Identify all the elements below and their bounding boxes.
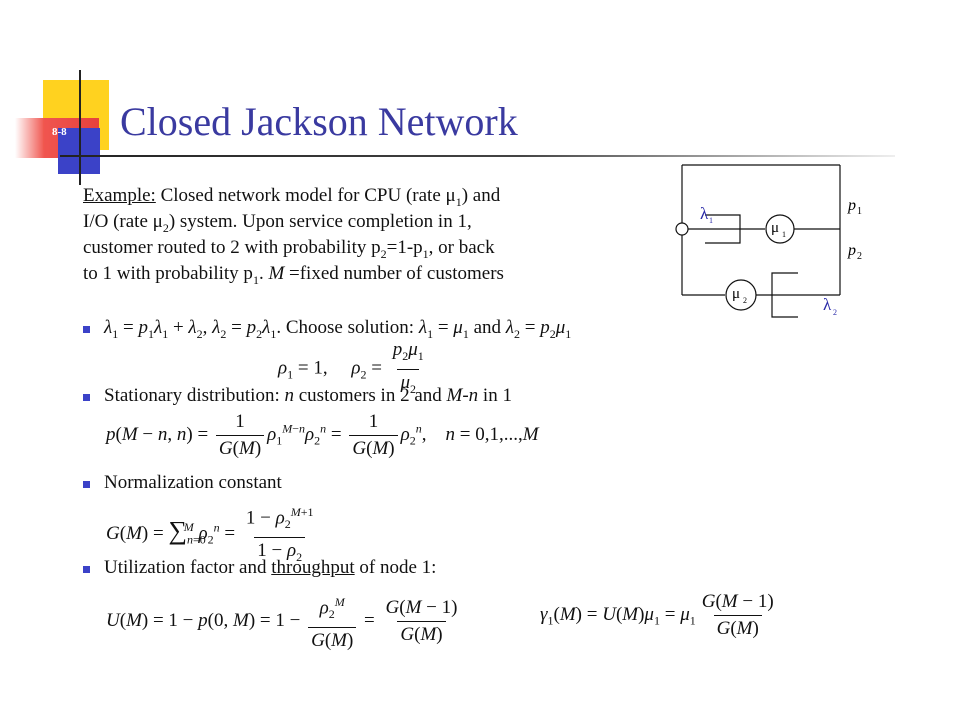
- lambda1-subscript: 1: [709, 216, 713, 225]
- bullet-text: customers in 2 and: [294, 385, 447, 406]
- subscript: 2: [380, 246, 387, 261]
- title-underline: [60, 155, 895, 157]
- example-text: Closed network model for CPU (rate μ: [155, 185, 456, 206]
- bullet-text: Utilization factor and: [104, 557, 272, 578]
- bullet-marker: [83, 326, 90, 333]
- mu1-subscript: 1: [782, 230, 786, 239]
- example-text: I/O (rate μ: [83, 211, 163, 232]
- and-text: and: [473, 317, 502, 338]
- lambda2-subscript: 2: [833, 308, 837, 317]
- mu2-label: μ: [732, 286, 740, 302]
- choose-solution-text: Choose solution:: [285, 317, 415, 338]
- junction-node: [675, 222, 689, 236]
- example-text: =fixed number of customers: [284, 263, 504, 284]
- example-paragraph: Example: Closed network model for CPU (r…: [83, 183, 643, 287]
- bullet-marker: [83, 481, 90, 488]
- example-text: =1-p: [386, 237, 423, 258]
- server-1: [765, 214, 795, 244]
- network-diagram: λ 1 μ 1 μ 2 λ 2 p 1 p 2: [675, 164, 862, 318]
- bullet-text: in 1: [478, 385, 512, 406]
- bullet-marker: [83, 394, 90, 401]
- example-text: M: [268, 263, 285, 284]
- mu2-subscript: 2: [743, 296, 747, 305]
- normalization-constant-text: Normalization constant: [104, 472, 282, 493]
- utilization-text: Utilization factor and throughput of nod…: [104, 556, 436, 580]
- p2-subscript: 2: [857, 251, 862, 262]
- bullet-text: Stationary distribution:: [104, 385, 285, 406]
- p1-subscript: 1: [857, 206, 862, 217]
- example-label: Example:: [83, 185, 156, 206]
- p2-label: p: [847, 242, 856, 259]
- example-text: customer routed to 2 with probability p: [83, 237, 381, 258]
- subscript: 1: [455, 194, 462, 209]
- lambda1-label: λ: [700, 204, 709, 223]
- example-text: to 1 with probability p: [83, 263, 253, 284]
- decor-vertical-line: [79, 70, 81, 185]
- bullet-marker: [83, 566, 90, 573]
- lambda2-label: λ: [823, 295, 832, 314]
- bullet-text: n: [284, 385, 295, 406]
- example-text: ) system. Upon service completion in 1,: [168, 211, 472, 232]
- slide-number: 8-8: [52, 126, 67, 138]
- example-text: .: [258, 263, 269, 284]
- example-text: ) and: [461, 185, 501, 206]
- subscript: 1: [422, 246, 429, 261]
- subscript: 2: [162, 220, 169, 235]
- subscript: 1: [252, 272, 259, 287]
- example-text: , or back: [428, 237, 495, 258]
- mu1-label: μ: [771, 220, 779, 236]
- server-2: [725, 279, 757, 311]
- p1-label: p: [847, 197, 856, 214]
- balance-equations: λ1 = p1λ1 + λ2, λ2 = p2λ1. Choose soluti…: [104, 317, 572, 341]
- throughput-link[interactable]: throughput: [271, 557, 355, 578]
- bullet-text: M-n: [446, 385, 479, 406]
- bullet-text: of node 1:: [354, 557, 437, 578]
- stationary-distribution-text: Stationary distribution: n customers in …: [104, 384, 512, 408]
- page-title: Closed Jackson Network: [120, 99, 518, 144]
